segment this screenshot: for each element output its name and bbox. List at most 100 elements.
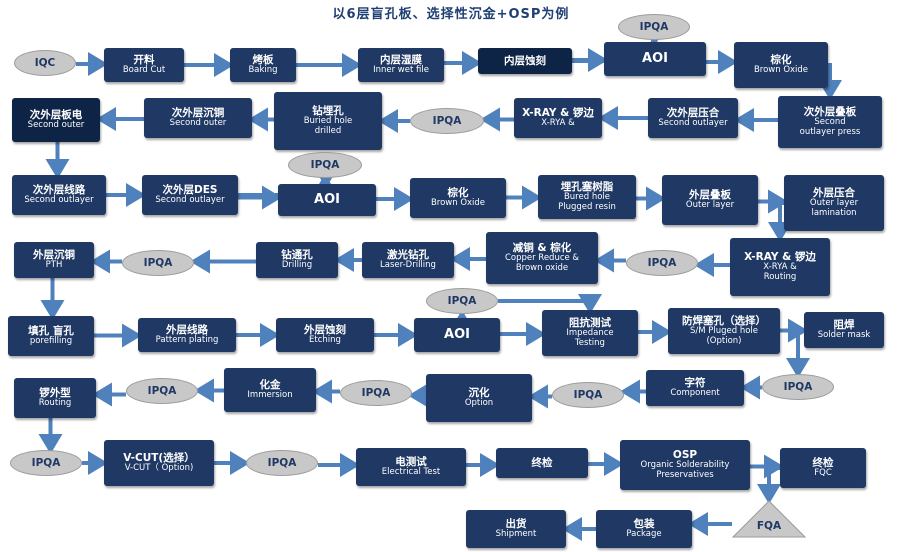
step-buried-hole-sub-label-2: drilled <box>314 126 342 137</box>
step-copper-reduce-sub-label: Copper Reduce & <box>504 253 580 264</box>
step-second-des-sub-label: Second outlayer <box>155 195 225 206</box>
step-second-des-label: 次外层DES <box>162 184 218 197</box>
step-ipqa-6: IPQA <box>426 288 498 314</box>
step-ipqa-1: IPQA <box>618 14 690 40</box>
step-package-label: 包装 <box>633 518 655 531</box>
step-iqc-label: IQC <box>34 56 56 69</box>
step-final-check: 终检 <box>496 448 588 478</box>
step-xray-2-sub-label-2: Routing <box>763 272 797 283</box>
step-second-plating-sub-label: Second outer <box>169 118 227 129</box>
step-ipqa-11: IPQA <box>10 450 82 476</box>
step-sm-plug-label: 防焊塞孔（选择） <box>682 315 766 328</box>
arrow-fqc-to-fqa <box>757 466 781 504</box>
step-xray-2-sub-label: X-RYA & <box>763 262 797 273</box>
step-ipqa-11-label: IPQA <box>31 456 61 469</box>
step-sm-plug-sub-label-2: (Option) <box>706 336 742 347</box>
step-fqc-sub-label: FQC <box>814 468 832 479</box>
step-second-layup-sub-label: Second <box>814 117 846 128</box>
step-pth-label: 外层沉铜 <box>33 249 75 262</box>
step-brown-oxide-2-sub-label: Brown Oxide <box>430 198 486 209</box>
step-vcut-label: V-CUT(选择） <box>123 452 195 465</box>
step-outer-etching-sub-label: Etching <box>309 335 341 346</box>
step-ipqa-9: IPQA <box>340 380 412 406</box>
step-routing-sub-label: Routing <box>38 398 72 409</box>
step-second-panel-sub-label: Second outer <box>27 120 85 131</box>
step-package-sub-label: Package <box>626 529 662 540</box>
step-ipqa-2-label: IPQA <box>432 114 462 127</box>
step-osp-sub-label-2: Preservatives <box>656 470 714 481</box>
step-aoi-3: AOI <box>414 318 500 352</box>
step-ipqa-6-label: IPQA <box>447 294 477 307</box>
step-inner-etching: 内层蚀刻 <box>478 48 572 74</box>
step-fqa-label: FQA <box>756 519 782 532</box>
step-outer-layup-label: 外层叠板 <box>689 189 731 202</box>
step-laser-drill-sub-label: Laser-Drilling <box>380 260 436 271</box>
step-solder-mask-sub-label: Solder mask <box>817 330 871 341</box>
step-second-press-label: 次外层压合 <box>666 107 720 120</box>
step-resin-plug-label: 埋孔塞树脂 <box>560 181 614 194</box>
step-ipqa-12: IPQA <box>246 450 318 476</box>
step-outer-etching-label: 外层蚀刻 <box>304 324 346 337</box>
step-inner-wet-film-sub-label: Inner wet file <box>373 65 429 76</box>
step-copper-reduce-sub-label-2: Brown oxide <box>515 263 569 274</box>
step-osp-sub-label: Organic Solderability <box>640 460 730 471</box>
step-second-panel-label: 次外层板电 <box>29 109 83 122</box>
step-buried-hole-sub-label: Buried hole <box>303 116 353 127</box>
step-sm-plug-sub-label: S/M Pluged hole <box>689 326 759 337</box>
arrow-outer-press-to-xray-2 <box>768 201 792 242</box>
step-resin-plug-sub-label: Bured hole <box>563 192 611 203</box>
step-outer-press-label: 外层压合 <box>813 187 855 200</box>
step-second-press-sub-label: Second outlayer <box>658 118 728 129</box>
step-ipqa-4-label: IPQA <box>647 256 677 269</box>
step-shipment-sub-label: Shipment <box>495 529 537 540</box>
step-component-label: 字符 <box>684 377 706 390</box>
step-board-cut-label: 开料 <box>133 54 155 67</box>
step-fqa: FQA <box>732 500 806 538</box>
step-pore-filling-sub-label: porefilling <box>29 336 73 347</box>
step-ipqa-7-label: IPQA <box>783 380 813 393</box>
step-ipqa-12-label: IPQA <box>267 456 297 469</box>
step-component-sub-label: Component <box>670 388 720 399</box>
step-laser-drill-label: 激光钻孔 <box>387 249 429 262</box>
step-impedance-label: 阻抗测试 <box>569 317 611 330</box>
step-brown-oxide-1-label: 棕化 <box>770 54 792 67</box>
step-aoi-2-label: AOI <box>314 191 340 207</box>
step-routing-label: 锣外型 <box>39 387 71 400</box>
step-vcut-sub-label: V-CUT（ Option) <box>124 463 194 474</box>
step-pth-sub-label: PTH <box>45 260 63 271</box>
step-brown-oxide-1-sub-label: Brown Oxide <box>753 65 809 76</box>
step-electrical-test-label: 电测试 <box>395 456 427 469</box>
step-shipment-label: 出货 <box>505 518 527 531</box>
step-immersion-label: 化金 <box>259 379 281 392</box>
step-vcut: V-CUT(选择）V-CUT（ Option) <box>104 440 214 486</box>
step-board-cut-sub-label: Board Cut <box>122 65 166 76</box>
step-second-layup-label: 次外层叠板 <box>803 106 857 119</box>
step-ipqa-2: IPQA <box>410 108 484 134</box>
step-ipqa-5-label: IPQA <box>143 256 173 269</box>
step-xray-1-label: X-RAY & 锣边 <box>522 107 594 120</box>
step-ipqa-7: IPQA <box>762 374 834 400</box>
step-resin-plug-sub-label-2: Plugged resin <box>558 202 616 213</box>
step-pattern-plating-sub-label: Pattern plating <box>155 335 219 346</box>
